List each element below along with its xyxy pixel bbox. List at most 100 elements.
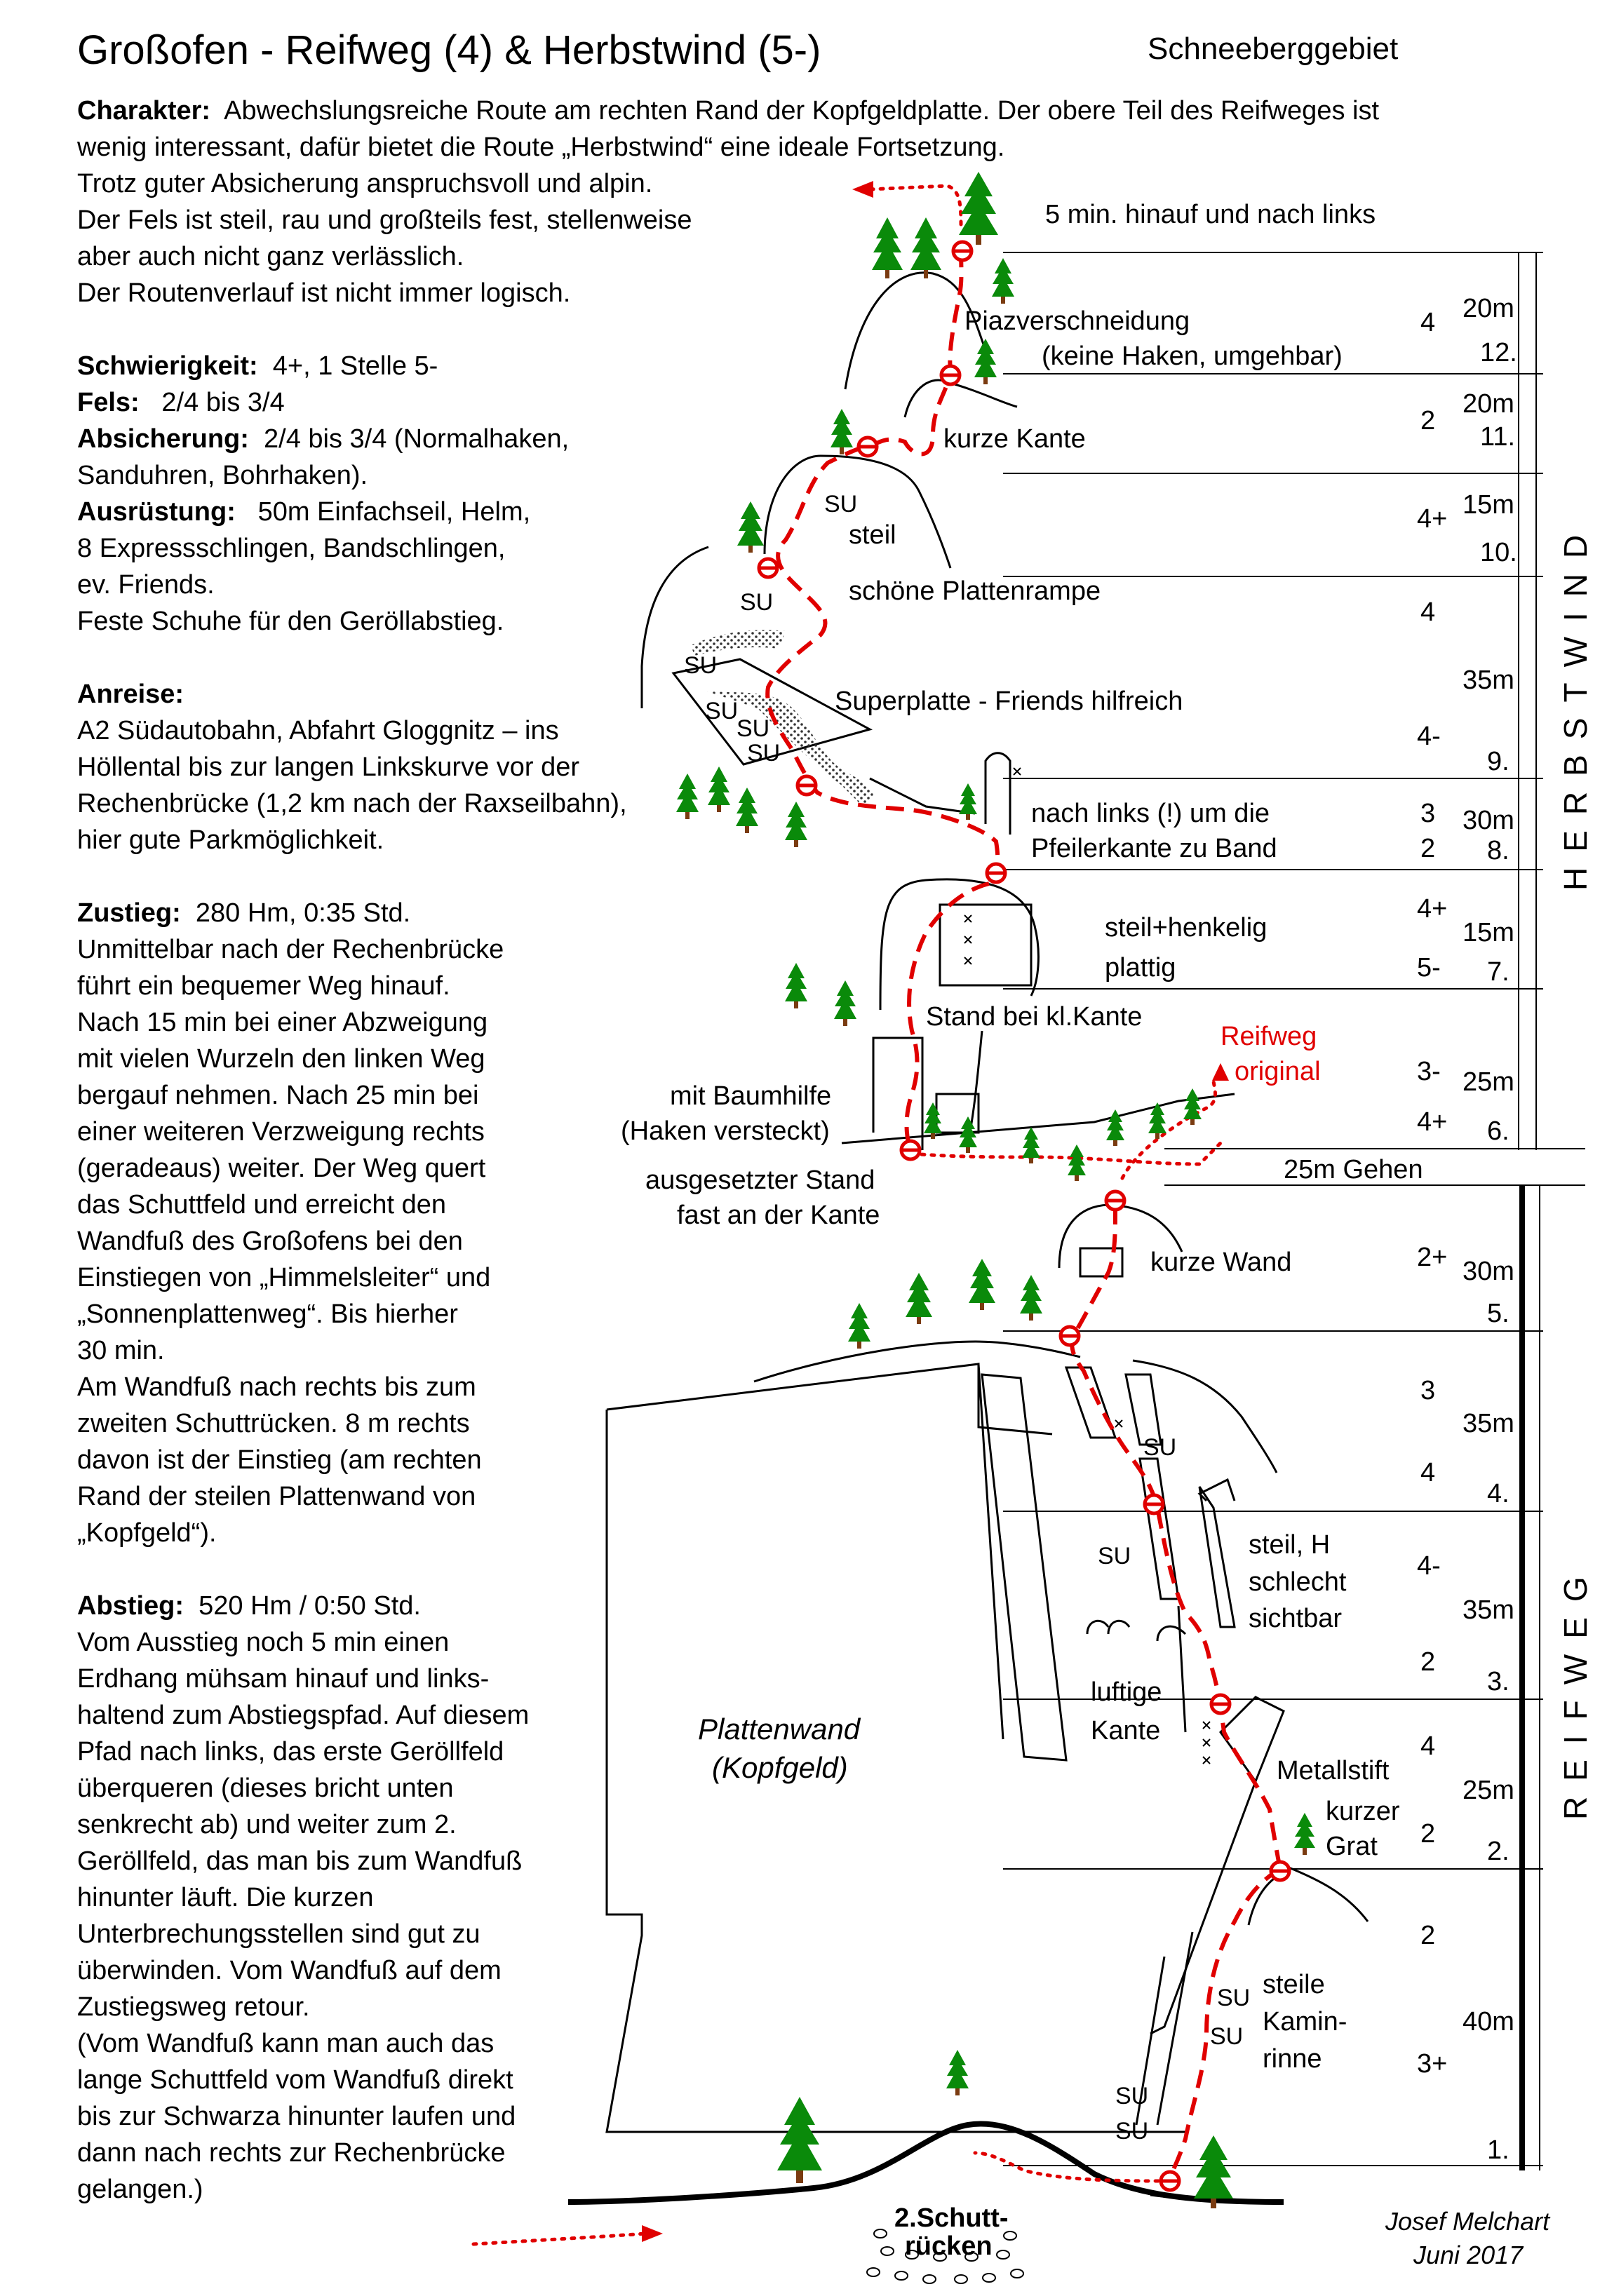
- pitch-length: 35m: [1463, 666, 1514, 695]
- zustieg-label: Zustieg:: [77, 898, 181, 928]
- abstieg-line: haltend zum Abstiegspfad. Auf diesem: [77, 1701, 530, 1730]
- ausruestung-line: Feste Schuhe für den Geröllabstieg.: [77, 607, 504, 636]
- tree-icon: [848, 1303, 870, 1349]
- pitch-number: 7.: [1487, 957, 1509, 987]
- route-line: [765, 248, 1282, 2182]
- charakter-label: Charakter:: [77, 96, 211, 126]
- pitch-length: 15m: [1463, 918, 1514, 947]
- pitch-length: 30m: [1463, 806, 1514, 835]
- su-label: SU: [737, 715, 769, 742]
- pitch-grade: 4: [1420, 1731, 1435, 1761]
- absicherung-line: Sanduhren, Bohrhaken).: [77, 461, 368, 490]
- zustieg-line: zweiten Schuttrücken. 8 m rechts: [77, 1409, 470, 1438]
- su-label: SU: [824, 491, 857, 518]
- absicherung-label: Absicherung:: [77, 424, 249, 454]
- pitch-number: 11.: [1480, 422, 1515, 452]
- charakter-line: Der Routenverlauf ist nicht immer logisc…: [77, 278, 571, 308]
- charakter-row: Charakter: Abwechslungsreiche Route am r…: [77, 93, 1379, 129]
- scree-hatch: [691, 630, 786, 656]
- kurze-kante-label: kurze Kante: [943, 424, 1086, 454]
- pitch-number: 12.: [1480, 338, 1517, 367]
- abstieg-line: hinunter läuft. Die kurzen: [77, 1883, 374, 1912]
- zustieg-line: Einstiegen von „Himmelsleiter“ und: [77, 1263, 491, 1292]
- ground-line: [567, 2121, 1284, 2205]
- scree-hatch: [705, 691, 873, 806]
- plattig-label: plattig: [1105, 953, 1176, 982]
- tree-icon: [785, 963, 807, 1008]
- tree-icon: [1068, 1144, 1086, 1181]
- plattenwand-label: (Kopfgeld): [712, 1751, 848, 1784]
- pitch-grade: 4: [1420, 308, 1435, 337]
- charakter-line: Der Fels ist steil, rau und großteils fe…: [77, 205, 692, 235]
- zustieg-line: „Kopfgeld“).: [77, 1518, 217, 1548]
- date: Juni 2017: [1413, 2241, 1524, 2269]
- tree-icon: [1294, 1813, 1315, 1855]
- pitch-grade: 4: [1420, 597, 1435, 627]
- reifweg-original-arrow: [1212, 1063, 1229, 1081]
- reifweg-original-note: original: [1235, 1057, 1321, 1086]
- su-label: SU: [1143, 1434, 1176, 1461]
- baumhilfe-note: (Haken versteckt): [621, 1116, 830, 1146]
- steil-h-label: sichtbar: [1249, 1604, 1342, 1633]
- abstieg-line: gelangen.): [77, 2175, 203, 2204]
- abstieg-value: 520 Hm / 0:50 Std.: [199, 1591, 421, 1621]
- tree-icon: [959, 172, 998, 245]
- tree-icon: [676, 774, 699, 819]
- tree-icon: [910, 217, 941, 278]
- abstieg-line: bis zur Schwarza hinunter laufen und: [77, 2102, 516, 2131]
- zustieg-line: einer weiteren Verzweigung rechts: [77, 1117, 485, 1147]
- tree-icon: [969, 1259, 995, 1310]
- su-label: SU: [740, 589, 773, 616]
- schutt-label: 2.Schutt-: [894, 2203, 1009, 2233]
- zustieg-line: bergauf nehmen. Nach 25 min bei: [77, 1081, 479, 1110]
- steil-h-label: schlecht: [1249, 1567, 1347, 1597]
- pitch-number: 8.: [1487, 836, 1509, 865]
- tree-icon: [1194, 2135, 1233, 2208]
- baumhilfe-label: mit Baumhilfe: [670, 1081, 831, 1111]
- pitch-grade: 2: [1420, 1819, 1435, 1849]
- su-label: SU: [1210, 2023, 1243, 2050]
- anreise-label: Anreise:: [77, 680, 184, 709]
- author: Josef Melchart: [1385, 2207, 1551, 2236]
- tree-icon: [1106, 1109, 1124, 1146]
- anreise-line: Höllental bis zur langen Linkskurve vor …: [77, 752, 580, 782]
- kurzer-grat-label: kurzer: [1326, 1797, 1400, 1826]
- tree-icon: [959, 1116, 977, 1153]
- zustieg-line: Am Wandfuß nach rechts bis zum: [77, 1372, 476, 1402]
- schwierigkeit-row: Schwierigkeit: 4+, 1 Stelle 5-: [77, 348, 779, 384]
- luftige-label: Kante: [1091, 1716, 1160, 1745]
- ausruestung-line: ev. Friends.: [77, 570, 215, 600]
- pitch-length: 20m: [1463, 389, 1514, 419]
- pitch-length: 30m: [1463, 1257, 1514, 1286]
- pitch-grade: 2+: [1417, 1243, 1447, 1272]
- trees: [676, 172, 1315, 2208]
- abstieg-line: Vom Ausstieg noch 5 min einen: [77, 1628, 450, 1657]
- zustieg-line: „Sonnenplattenweg“. Bis hierher: [77, 1299, 458, 1329]
- pitch-length: 20m: [1463, 294, 1514, 323]
- pitch-grade: 2: [1420, 834, 1435, 863]
- piton-markers: [964, 767, 1211, 1764]
- pfeiler-note: Pfeilerkante zu Band: [1031, 834, 1277, 863]
- stand-kante-label: Stand bei kl.Kante: [926, 1002, 1142, 1032]
- pitch-grade: 3-: [1417, 1057, 1441, 1086]
- pitch-grade: 4+: [1417, 894, 1447, 924]
- region-label: Schneeberggebiet: [1148, 32, 1399, 66]
- reifweg-original-label: Reifweg: [1221, 1022, 1317, 1051]
- ausgesetzt-label: ausgesetzter Stand: [645, 1166, 875, 1195]
- tree-icon: [974, 339, 997, 384]
- scree-pebbles: [866, 2229, 1024, 2284]
- kamin-label: rinne: [1263, 2044, 1322, 2074]
- pitch-grade: 3: [1420, 1376, 1435, 1405]
- tree-icon: [785, 802, 807, 847]
- pitch-grade: 4-: [1417, 1551, 1441, 1581]
- approach-arrow: [642, 2225, 663, 2242]
- kurzer-grat-label: Grat: [1326, 1832, 1378, 1861]
- pitch-number: 1.: [1487, 2135, 1509, 2165]
- ausruestung-label: Ausrüstung:: [77, 497, 236, 527]
- steil-henkelig-label: steil+henkelig: [1105, 913, 1267, 943]
- zustieg-line: Rand der steilen Plattenwand von: [77, 1482, 476, 1511]
- fels-value: 2/4 bis 3/4: [161, 388, 285, 417]
- piaz-note: (keine Haken, umgehbar): [1042, 342, 1343, 371]
- top-note: 5 min. hinauf und nach links: [1045, 200, 1376, 229]
